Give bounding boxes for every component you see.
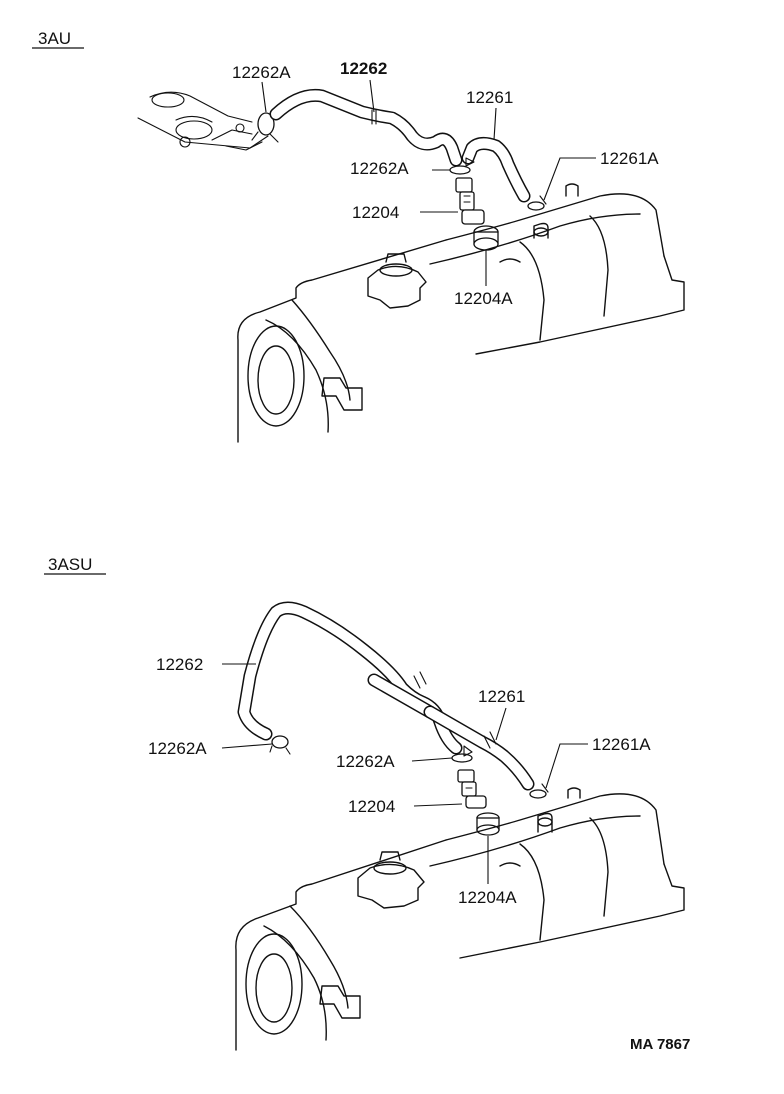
pcv-hose-short [423, 705, 535, 791]
engine-cylinder-head-3au [237, 183, 685, 443]
hose-clamp-left [269, 735, 291, 755]
label-12204A: 12204A [454, 289, 513, 308]
figure-code: MA 7867 [630, 1036, 690, 1053]
valve-grommet [476, 812, 500, 836]
leader-12262A-center [411, 757, 453, 762]
label-12262A-center: 12262A [350, 159, 409, 178]
engine-cylinder-head-3asu [235, 787, 685, 1051]
pcv-hose-short [461, 136, 531, 203]
variant-title-3asu: 3ASU [48, 555, 92, 574]
label-12262A-left: 12262A [148, 739, 207, 758]
label-12262A-center: 12262A [336, 752, 395, 771]
leader-12262A-left [261, 81, 267, 113]
hose-clamp-center [449, 157, 475, 175]
label-12261: 12261 [466, 88, 513, 107]
pcv-valve [457, 769, 487, 809]
label-12262A-left: 12262A [232, 63, 291, 82]
leader-12261 [493, 107, 497, 141]
label-12261A: 12261A [600, 149, 659, 168]
leader-12261 [495, 707, 507, 741]
label-12262: 12262 [340, 59, 387, 78]
section-3au: 3AU [32, 29, 685, 443]
hose-clamp-left [251, 112, 279, 143]
leader-12261A [545, 743, 588, 789]
hose-clamp-right [529, 783, 549, 799]
label-12262: 12262 [156, 655, 203, 674]
leader-12204 [413, 803, 463, 807]
pcv-hose-long [269, 88, 463, 167]
leader-12262 [369, 79, 375, 113]
variant-title-3au: 3AU [38, 29, 71, 48]
label-12204: 12204 [348, 797, 395, 816]
leader-12262A-left [221, 743, 273, 749]
label-12261A: 12261A [592, 735, 651, 754]
leader-12261A [543, 157, 596, 201]
throttle-body-drawing [137, 91, 269, 151]
hose-clamp-right [527, 195, 547, 211]
label-12261: 12261 [478, 687, 525, 706]
section-3asu: 3ASU [44, 555, 685, 1051]
label-12204: 12204 [352, 203, 399, 222]
label-12204A: 12204A [458, 888, 517, 907]
pcv-valve [455, 177, 485, 225]
pcv-hose-long [237, 601, 463, 755]
